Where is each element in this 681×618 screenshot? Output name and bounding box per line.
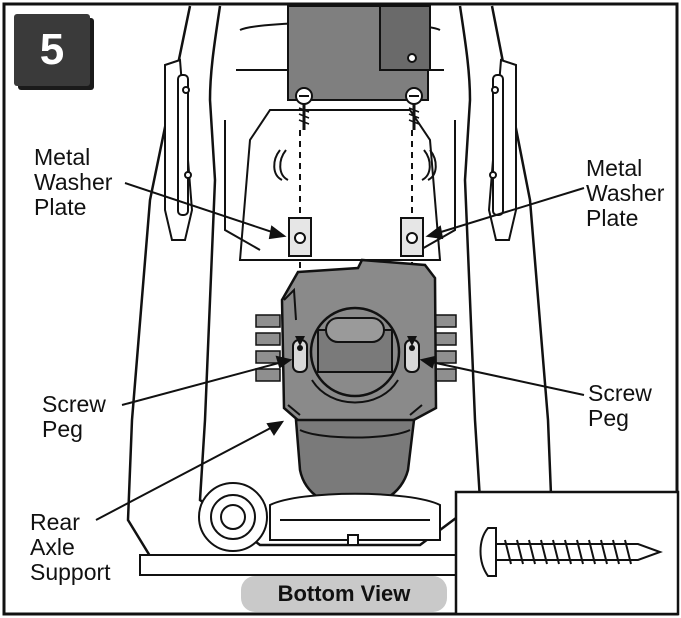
metal-washer-plate-right-label: Metal Washer Plate	[586, 155, 665, 231]
upper-bracket	[287, 5, 431, 101]
metal-washer-plate-left-label: Metal Washer Plate	[34, 144, 113, 220]
right-handle-hinge	[487, 58, 517, 241]
screw-peg-left-label: Screw Peg	[42, 391, 106, 442]
screw-icon	[479, 527, 663, 577]
screw-peg-right-label: Screw Peg	[588, 380, 652, 431]
right-screw	[405, 87, 423, 130]
bottom-view-caption: Bottom View	[241, 576, 447, 612]
side-ribs	[255, 314, 457, 382]
step-number-badge: 5	[14, 14, 90, 86]
left-spring-clip	[273, 149, 289, 181]
leader-lines	[95, 182, 585, 521]
right-screw-peg	[404, 339, 420, 373]
right-washer-plate	[400, 217, 424, 257]
left-screw	[295, 87, 313, 130]
rear-axle-housing	[280, 258, 438, 509]
rear-axle-support-label: Rear Axle Support	[30, 509, 111, 585]
left-handle-hinge	[164, 58, 194, 241]
left-washer-plate	[288, 217, 312, 257]
right-spring-clip	[421, 149, 437, 181]
